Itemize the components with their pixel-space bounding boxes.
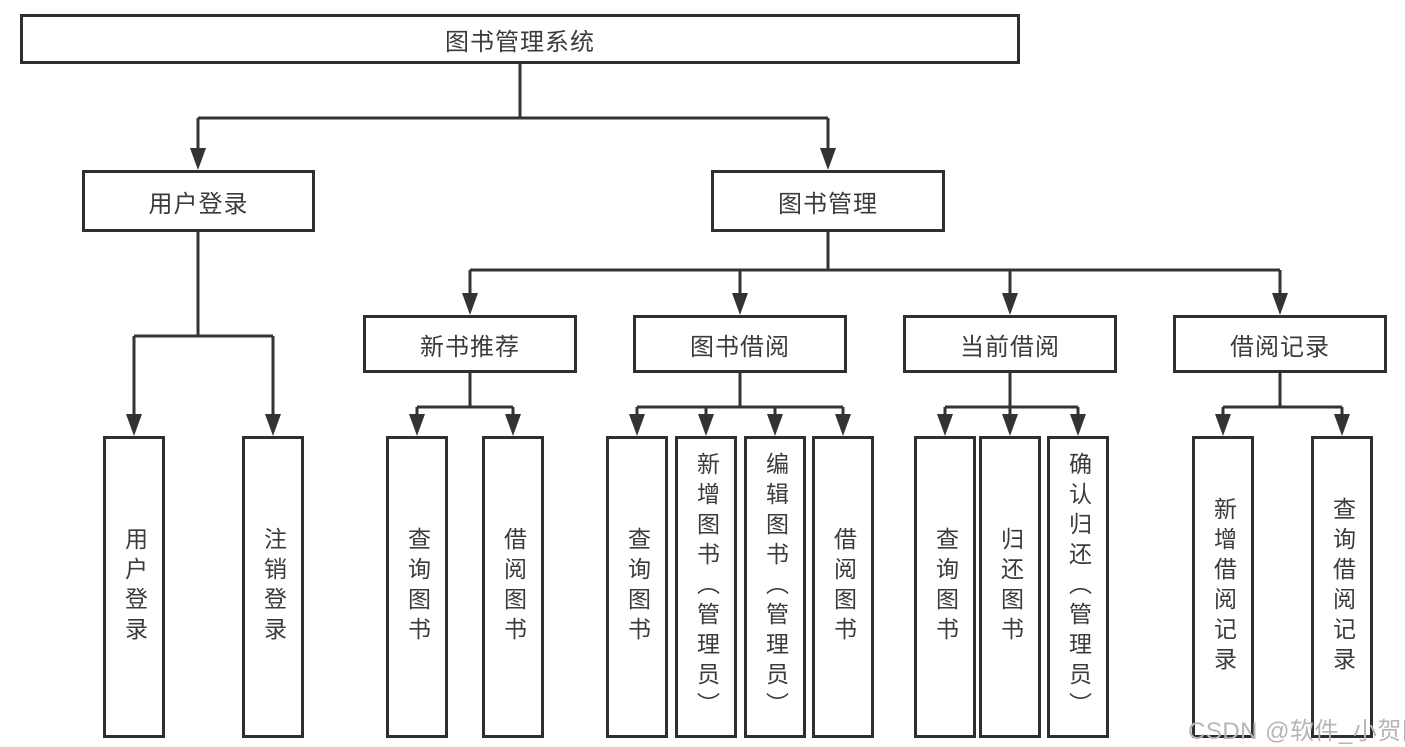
- node-label: 图书管理系统: [445, 28, 595, 56]
- csdn-watermark: CSDN @软件_小贺同学: [1188, 718, 1405, 745]
- leaf-query-books-borrowing: 查询图书: [606, 436, 668, 738]
- node-current-borrowing: 当前借阅: [903, 315, 1117, 373]
- node-label: 确认归还（管理员）: [1065, 452, 1092, 722]
- node-label: 新书推荐: [420, 333, 520, 361]
- node-label: 借阅记录: [1230, 333, 1330, 361]
- node-label: 归还图书: [997, 527, 1024, 647]
- node-root-library-system: 图书管理系统: [20, 14, 1020, 64]
- leaf-confirm-return-admin: 确认归还（管理员）: [1047, 436, 1109, 738]
- node-label: 图书管理: [778, 190, 878, 218]
- leaf-borrow-books-borrowing: 借阅图书: [812, 436, 874, 738]
- node-label: 图书借阅: [690, 333, 790, 361]
- leaf-return-books: 归还图书: [979, 436, 1041, 738]
- leaf-logout: 注销登录: [242, 436, 304, 738]
- node-book-management-module: 图书管理: [711, 170, 945, 232]
- node-user-login-module: 用户登录: [82, 170, 315, 232]
- node-label: 新增借阅记录: [1210, 497, 1237, 677]
- leaf-query-books-current: 查询图书: [914, 436, 976, 738]
- leaf-edit-books-admin: 编辑图书（管理员）: [744, 436, 806, 738]
- node-label: 查询图书: [404, 527, 431, 647]
- leaf-add-books-admin: 新增图书（管理员）: [675, 436, 737, 738]
- node-new-book-recommendation: 新书推荐: [363, 315, 577, 373]
- node-label: 借阅图书: [830, 527, 857, 647]
- leaf-query-books-recommend: 查询图书: [386, 436, 448, 738]
- node-label: 用户登录: [121, 527, 148, 647]
- node-label: 借阅图书: [500, 527, 527, 647]
- leaf-borrow-books-recommend: 借阅图书: [482, 436, 544, 738]
- node-borrowing-records: 借阅记录: [1173, 315, 1387, 373]
- node-label: 用户登录: [148, 190, 249, 218]
- node-label: 查询图书: [624, 527, 651, 647]
- leaf-query-borrow-record: 查询借阅记录: [1311, 436, 1373, 738]
- node-label: 注销登录: [260, 527, 287, 647]
- node-label: 当前借阅: [960, 333, 1060, 361]
- node-label: 查询借阅记录: [1329, 497, 1356, 677]
- leaf-user-login: 用户登录: [103, 436, 165, 738]
- node-book-borrowing: 图书借阅: [633, 315, 847, 373]
- node-label: 新增图书（管理员）: [693, 452, 720, 722]
- node-label: 查询图书: [932, 527, 959, 647]
- leaf-add-borrow-record: 新增借阅记录: [1192, 436, 1254, 738]
- node-label: 编辑图书（管理员）: [762, 452, 789, 722]
